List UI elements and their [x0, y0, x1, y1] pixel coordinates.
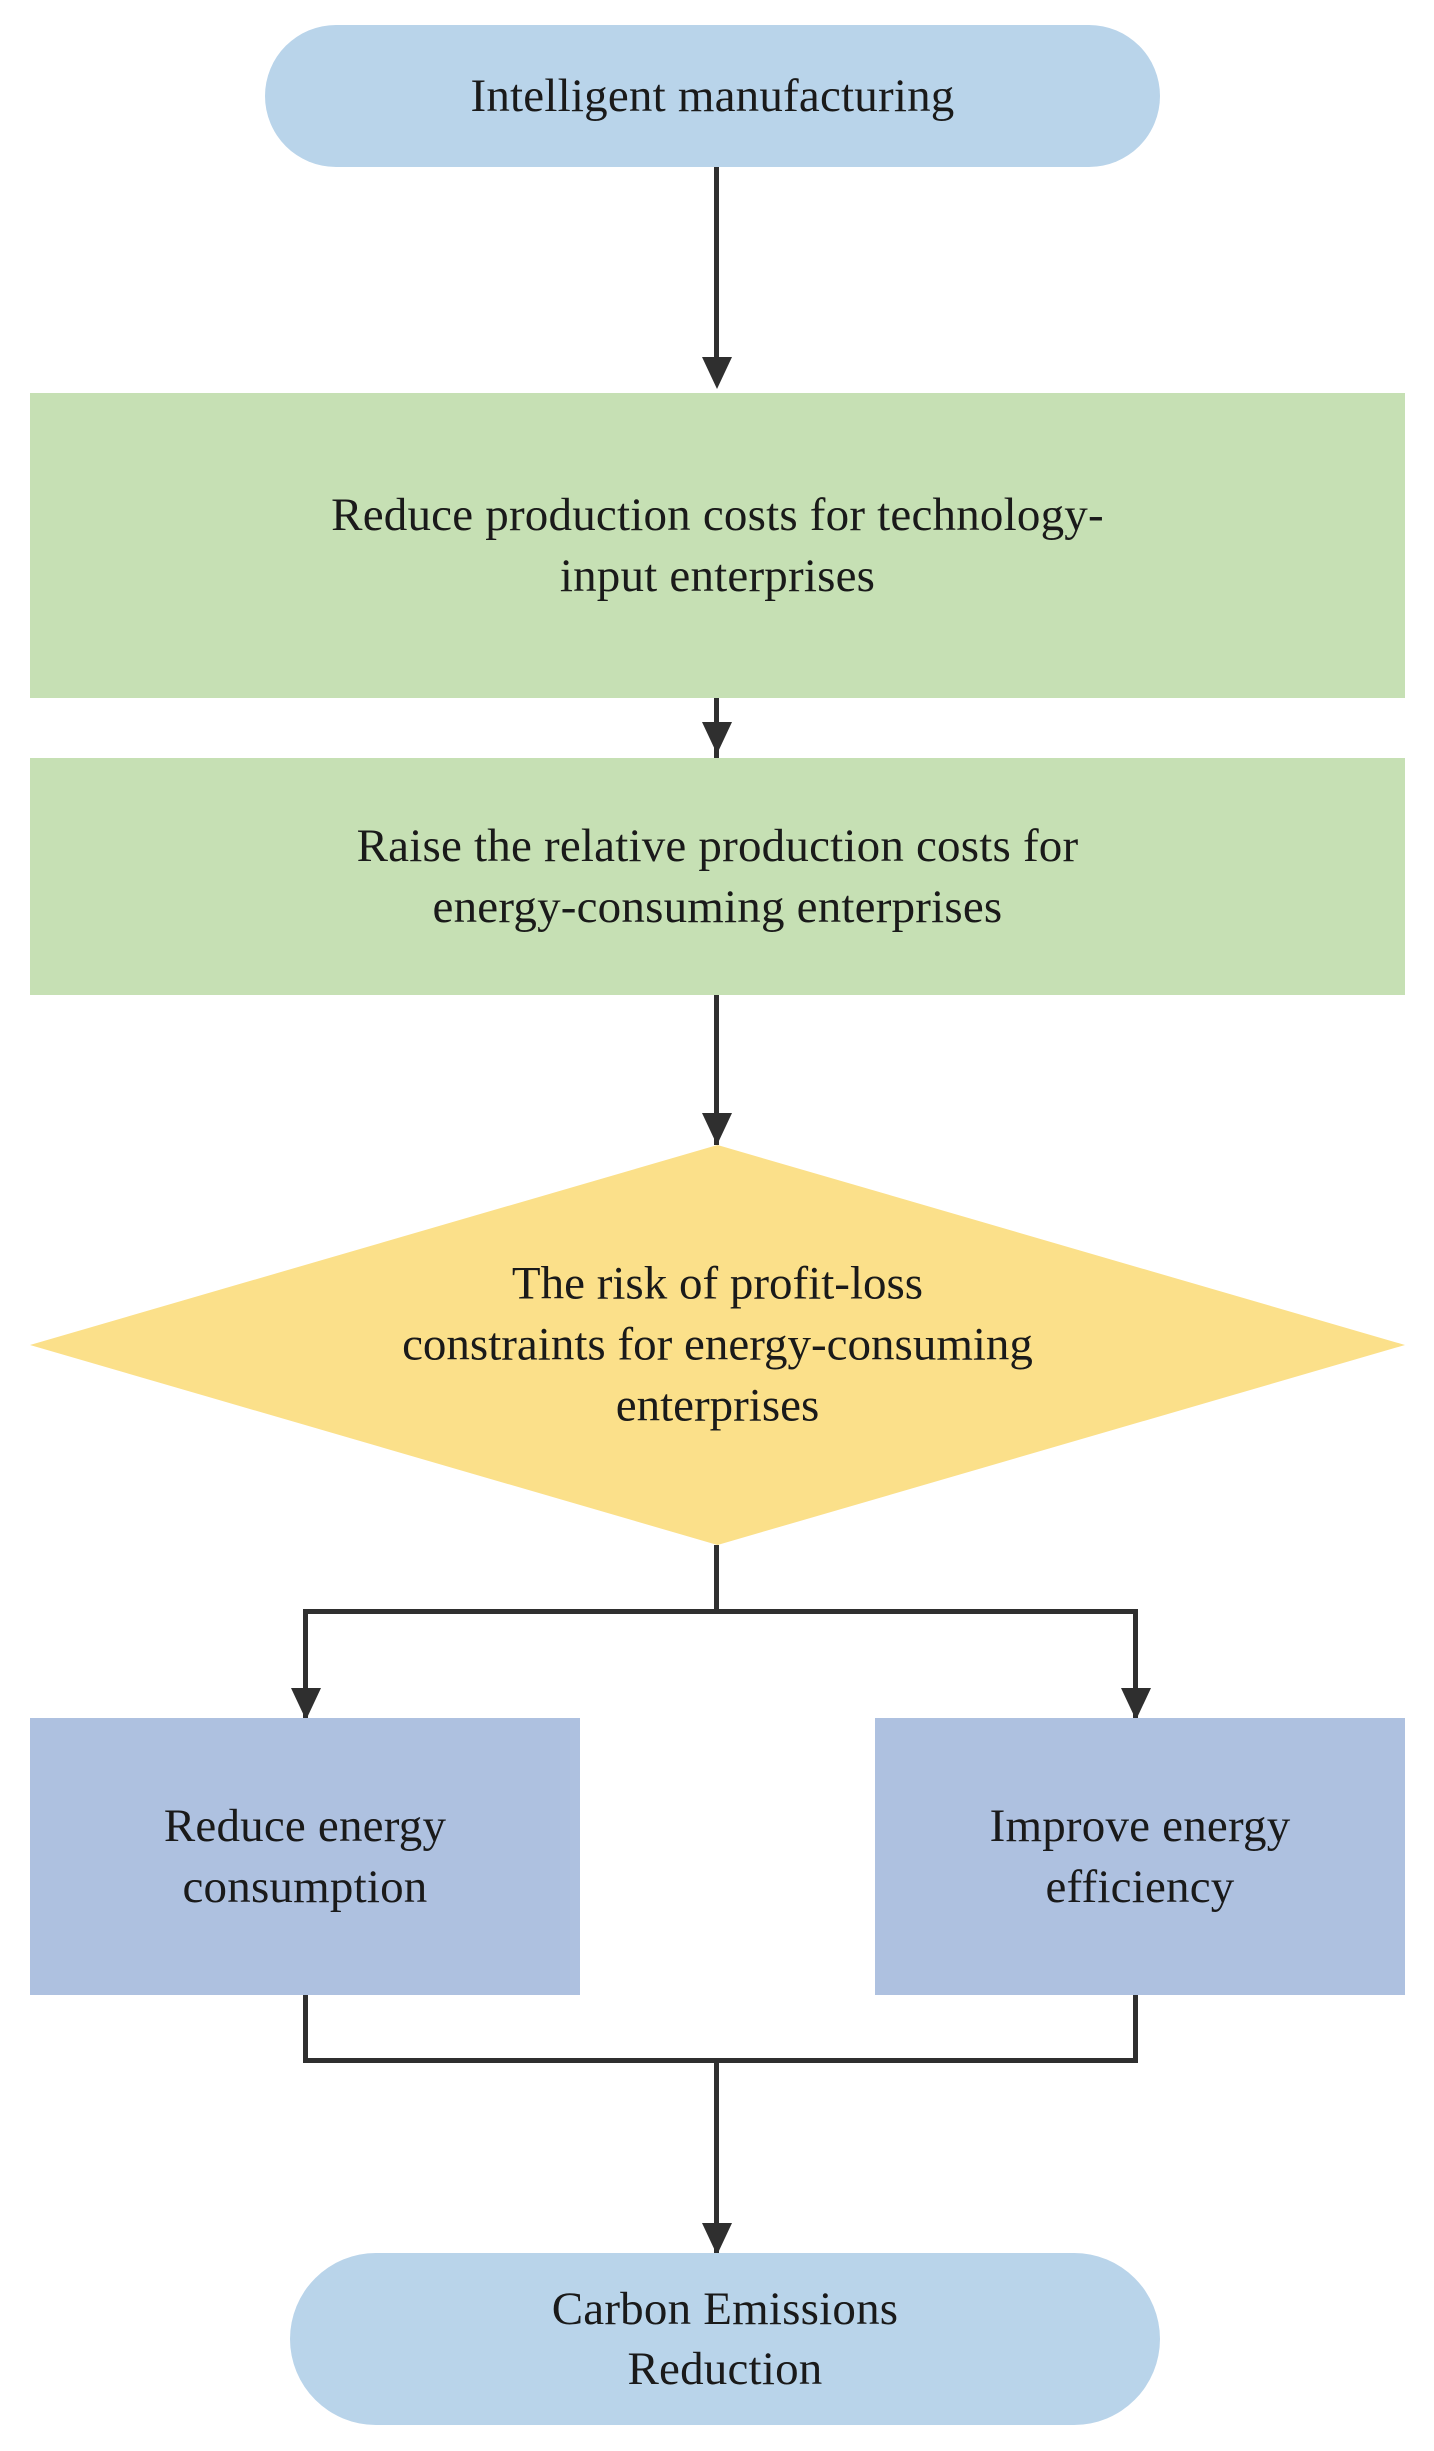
connector-merge-right [1133, 1995, 1138, 2063]
connector-decision-stem [714, 1545, 719, 1612]
node-improve-energy-efficiency[interactable]: Improve energy efficiency [875, 1718, 1405, 1995]
arrowhead-merge-to-end [702, 2223, 732, 2255]
connector-fork-right [1133, 1609, 1138, 1719]
arrowhead-start-to-green1 [702, 357, 732, 389]
arrowhead-to-blue-right [1121, 1688, 1151, 1720]
node-decision-label: The risk of profit-loss constraints for … [402, 1257, 1033, 1432]
connector-merge-bar [303, 2058, 1138, 2063]
connector-green2-to-decision [714, 995, 719, 1145]
node-carbon-emissions-reduction[interactable]: Carbon Emissions Reduction [290, 2253, 1160, 2425]
node-profit-loss-risk-decision[interactable]: The risk of profit-loss constraints for … [30, 1145, 1405, 1545]
connector-merge-to-end [714, 2058, 719, 2255]
connector-fork-bar [303, 1609, 1138, 1614]
arrowhead-green1-to-green2 [702, 722, 732, 754]
connector-start-to-green1 [714, 167, 719, 359]
node-raise-relative-production-costs[interactable]: Raise the relative production costs for … [30, 758, 1405, 995]
arrowhead-green2-to-decision [702, 1113, 732, 1145]
node-reduce-production-costs[interactable]: Reduce production costs for technology- … [30, 393, 1405, 698]
arrowhead-to-blue-left [291, 1688, 321, 1720]
connector-merge-left [303, 1995, 308, 2063]
connector-fork-left [303, 1609, 308, 1719]
node-reduce-energy-consumption[interactable]: Reduce energy consumption [30, 1718, 580, 1995]
node-intelligent-manufacturing[interactable]: Intelligent manufacturing [265, 25, 1160, 167]
